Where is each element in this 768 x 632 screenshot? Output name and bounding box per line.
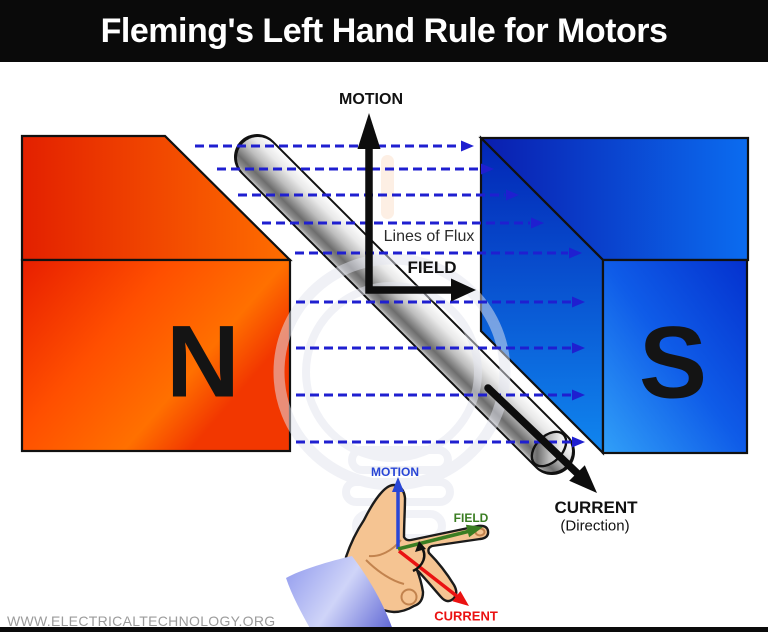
field-label: FIELD: [407, 258, 457, 277]
page-title: Fleming's Left Hand Rule for Motors: [100, 11, 668, 50]
angle-arc-arrow: [412, 541, 426, 573]
motion-arrowhead-icon: [357, 113, 381, 149]
filament-glow: [381, 155, 394, 219]
flux-line: [262, 217, 544, 229]
sleeve: [286, 556, 393, 632]
flux-line: [296, 436, 585, 448]
hand-motion-label: MOTION: [371, 465, 419, 479]
website-watermark: WWW.ELECTRICALTECHNOLOGY.ORG: [7, 613, 276, 629]
current-arrow: [484, 384, 597, 493]
motion-label: MOTION: [339, 91, 403, 108]
flux-line: [296, 296, 585, 308]
field-arrowhead-icon: [451, 278, 476, 302]
bottom-bar: [0, 627, 768, 632]
south-pole-label: S: [638, 305, 708, 420]
current-direction-label: (Direction): [560, 517, 630, 535]
north-magnet-front-face: [20, 258, 292, 453]
current-arrowhead-icon: [569, 465, 597, 493]
south-magnet: [478, 135, 750, 456]
hand-field-arrowhead-icon: [465, 524, 483, 538]
north-pole-label: N: [166, 304, 240, 419]
flux-line: [295, 247, 582, 259]
flux-line: [296, 389, 585, 401]
motion-field-arrows: [357, 113, 476, 302]
hand-current-arrow: [397, 549, 469, 606]
hand-illustration: [286, 477, 490, 632]
current-label: CURRENT: [554, 498, 638, 517]
hand-field-arrow: [397, 524, 483, 551]
title-bar: Fleming's Left Hand Rule for Motors: [0, 0, 768, 62]
flux-line: [296, 342, 585, 354]
hand-motion-arrow: [392, 477, 404, 549]
hand-motion-arrowhead-icon: [392, 477, 404, 492]
hand-field-label: FIELD: [453, 511, 489, 525]
south-magnet-front-face: [601, 258, 749, 455]
hand-current-label: CURRENT: [434, 608, 498, 624]
north-magnet: [20, 134, 293, 453]
flux-line: [217, 163, 494, 175]
flux-line: [195, 140, 474, 152]
lines-of-flux-label: Lines of Flux: [383, 228, 475, 245]
hand-current-arrowhead-icon: [452, 591, 469, 606]
